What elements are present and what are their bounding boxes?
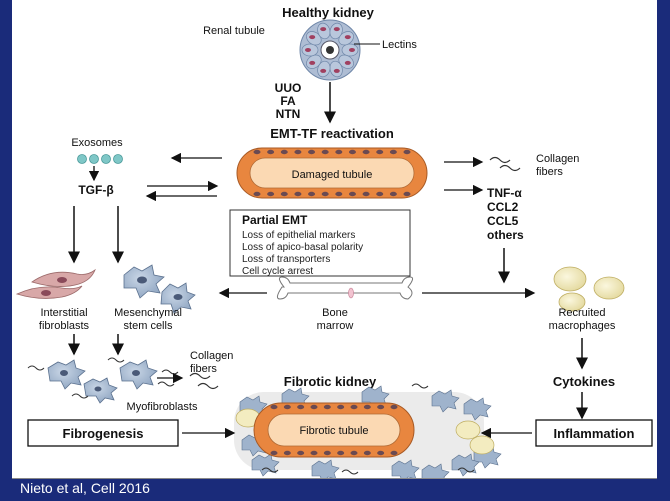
fibrotic-kidney-title: Fibrotic kidney xyxy=(284,374,377,389)
myofibroblasts-icon xyxy=(27,357,179,404)
interstitial-label-1: Interstitial xyxy=(40,307,87,319)
lectins-label: Lectins xyxy=(382,39,417,51)
damaged-tubule-icon xyxy=(236,147,428,199)
bone-icon xyxy=(276,276,414,300)
diagram-panel: Healthy kidney Renal tubule Lectins UUO … xyxy=(12,0,657,487)
citation: Nieto et al, Cell 2016 xyxy=(20,480,150,496)
partial-emt-item: Cell cycle arrest xyxy=(242,266,313,277)
interstitial-fibroblasts-icon xyxy=(15,268,96,299)
bone-label-2: marrow xyxy=(317,320,354,332)
collagen-mid-label-1: Collagen xyxy=(190,350,233,362)
mesenchymal-stem-cells-icon xyxy=(123,264,196,314)
exosomes-label: Exosomes xyxy=(71,137,123,149)
mesenchymal-label-2: stem cells xyxy=(124,320,173,332)
fibrogenesis-box: Fibrogenesis xyxy=(27,419,179,447)
partial-emt-title: Partial EMT xyxy=(242,213,308,227)
bone-label-1: Bone xyxy=(322,307,348,319)
mesenchymal-label-1: Mesenchymal xyxy=(114,307,182,319)
tgf-beta-label: TGF-β xyxy=(78,183,113,197)
emt-tf-title: EMT-TF reactivation xyxy=(270,126,394,141)
partial-emt-box: Partial EMT Loss of epithelial markers L… xyxy=(229,209,411,277)
cytokines-label: Cytokines xyxy=(553,374,615,389)
partial-emt-item: Loss of apico-basal polarity xyxy=(242,242,363,253)
ntn-label: NTN xyxy=(276,107,301,121)
recruited-macrophages-icon xyxy=(553,266,625,312)
collagen-fibers-icon-top xyxy=(489,156,521,172)
inflammation-label: Inflammation xyxy=(554,426,635,441)
collagen-mid-label-2: fibers xyxy=(190,363,217,375)
partial-emt-item: Loss of epithelial markers xyxy=(242,230,355,241)
tnf-label: TNF-α xyxy=(487,186,522,200)
fibrotic-kidney-icon xyxy=(234,383,502,487)
emt-diagram: Healthy kidney Renal tubule Lectins UUO … xyxy=(15,5,653,487)
uuo-label: UUO xyxy=(275,81,302,95)
partial-emt-item: Loss of transporters xyxy=(242,254,330,265)
ccl2-label: CCL2 xyxy=(487,200,519,214)
others-label: others xyxy=(487,228,524,242)
renal-tubule-label: Renal tubule xyxy=(203,25,265,37)
collagen-fibers-icon-mid xyxy=(189,372,219,390)
myofibroblasts-label: Myofibroblasts xyxy=(127,401,198,413)
recruited-label-2: macrophages xyxy=(549,320,616,332)
collagen-top-label-1: Collagen xyxy=(536,153,579,165)
fibrotic-tubule-label: Fibrotic tubule xyxy=(299,425,368,437)
fa-label: FA xyxy=(280,94,296,108)
collagen-top-label-2: fibers xyxy=(536,166,563,178)
damaged-tubule-label: Damaged tubule xyxy=(292,169,373,181)
recruited-label-1: Recruited xyxy=(558,307,605,319)
healthy-kidney-title: Healthy kidney xyxy=(282,5,375,20)
interstitial-label-2: fibroblasts xyxy=(39,320,90,332)
renal-tubule-icon xyxy=(299,19,361,81)
inflammation-box: Inflammation xyxy=(535,419,653,447)
ccl5-label: CCL5 xyxy=(487,214,519,228)
exosomes-icon xyxy=(77,154,123,164)
fibrogenesis-label: Fibrogenesis xyxy=(63,426,144,441)
